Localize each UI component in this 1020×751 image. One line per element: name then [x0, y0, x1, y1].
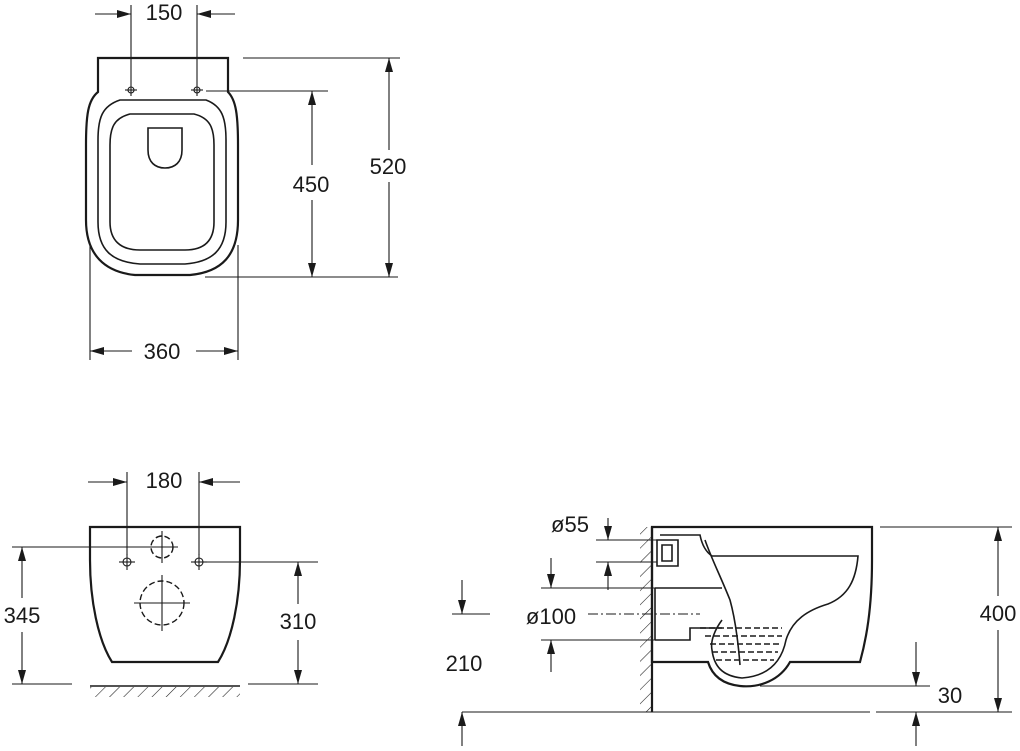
dim-150-label: 150: [146, 0, 183, 25]
dim-345-label: 345: [4, 603, 41, 628]
front-view-fixing-left: [119, 554, 135, 570]
dim-inlet-diameter-label: ø55: [551, 512, 589, 537]
dim-450: 450: [205, 90, 398, 278]
front-view-fixing-right: [191, 554, 207, 570]
dim-outlet-diameter: ø100: [526, 558, 700, 672]
top-view-fixing-left: [125, 84, 137, 96]
dim-360: 360: [89, 245, 239, 364]
dim-450-label: 450: [293, 172, 330, 197]
side-view-rim: [660, 534, 859, 679]
top-view-fixing-right: [191, 84, 203, 96]
side-view-trap: [704, 539, 741, 666]
front-view-floor-hatch: [90, 687, 240, 697]
top-view: 150 450 520 360: [84, 0, 407, 364]
dim-400: 400: [876, 526, 1017, 713]
dim-520: 520: [243, 57, 407, 277]
side-view-water: [700, 627, 782, 661]
front-view-inlet-hole: [146, 531, 178, 563]
dim-outlet-diameter-label: ø100: [526, 604, 576, 629]
top-view-outlet: [147, 127, 183, 169]
dim-30: 30: [760, 642, 962, 746]
side-view-inlet-connector: [656, 539, 679, 567]
dim-210: 210: [446, 580, 490, 746]
side-view-bowl-outline: [650, 525, 874, 688]
dim-inlet-diameter: ø55: [551, 512, 657, 590]
dim-30-label: 30: [938, 683, 962, 708]
dim-180: 180: [88, 468, 240, 555]
front-view-outlet-hole: [134, 575, 190, 631]
top-view-bowl-outline: [84, 56, 240, 277]
side-view: ø55 ø100 210: [446, 512, 1017, 746]
front-view-outline: [88, 525, 242, 664]
dim-310-label: 310: [280, 609, 317, 634]
dim-210-label: 210: [446, 651, 483, 676]
dim-345: 345: [4, 546, 150, 685]
dim-360-label: 360: [144, 339, 181, 364]
top-view-bowl-opening: [109, 113, 215, 251]
dim-520-label: 520: [370, 154, 407, 179]
top-view-seat-outline: [97, 99, 227, 265]
dim-180-label: 180: [146, 468, 183, 493]
dim-310: 310: [207, 561, 318, 685]
front-view: 180 345 310: [4, 468, 318, 697]
side-view-wall-hatch: [640, 527, 651, 712]
dim-400-label: 400: [980, 601, 1017, 626]
dim-150: 150: [95, 0, 235, 84]
